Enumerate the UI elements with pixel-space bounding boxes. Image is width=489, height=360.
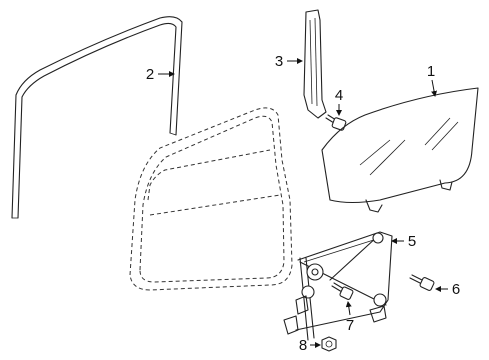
door-frame-phantom: [129, 107, 293, 291]
callout-label-6: 6: [452, 281, 460, 298]
bolt-part-6: [409, 274, 435, 291]
callout-8: 8: [299, 337, 321, 354]
callout-4: 4: [335, 87, 343, 116]
callout-label-4: 4: [335, 87, 343, 104]
door-glass: [321, 87, 479, 213]
callout-label-3: 3: [275, 53, 283, 70]
callout-label-2: 2: [146, 66, 154, 83]
callout-7: 7: [345, 301, 354, 334]
callout-1: 1: [427, 63, 438, 97]
bolt-part-7: [331, 282, 354, 300]
window-regulator: [283, 231, 393, 341]
glass-run-channel: [11, 16, 183, 219]
callout-label-8: 8: [299, 337, 307, 354]
callout-label-1: 1: [427, 63, 435, 80]
callout-label-5: 5: [408, 233, 416, 250]
callout-2: 2: [146, 66, 175, 83]
callout-3: 3: [275, 53, 303, 70]
nut-part-8: [321, 336, 337, 352]
rear-sash-channel: [303, 9, 327, 119]
callout-6: 6: [435, 281, 460, 298]
callout-label-7: 7: [346, 317, 354, 334]
bolt-part-4: [325, 114, 347, 131]
callout-5: 5: [391, 233, 416, 250]
